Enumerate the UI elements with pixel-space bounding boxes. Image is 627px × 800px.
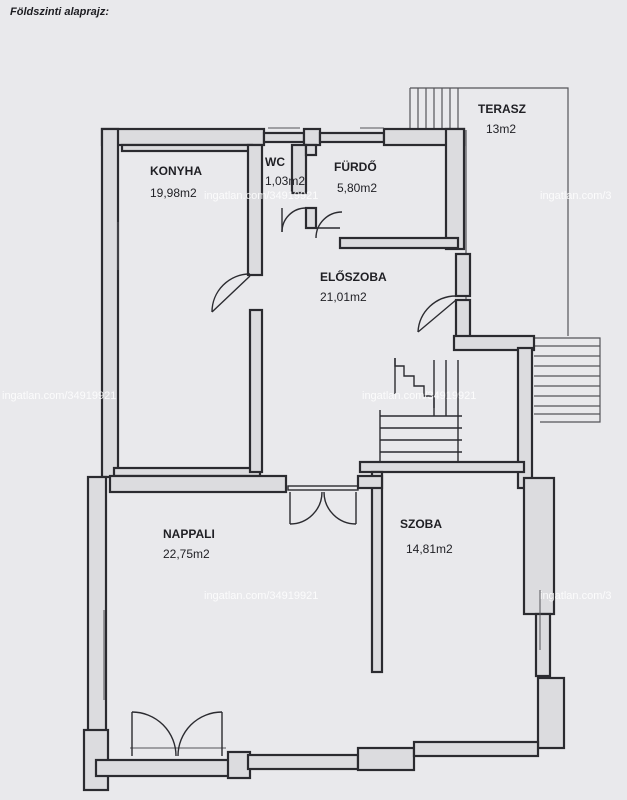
furdo-area: 5,80m2	[337, 181, 377, 195]
watermark-4: ingatlan.com/34919921	[362, 390, 476, 402]
watermark-2: ingatlan.com/3	[540, 190, 612, 202]
watermark-3: ingatlan.com/34919921	[2, 390, 116, 402]
konyha-name: KONYHA	[150, 164, 202, 178]
nappali-name: NAPPALI	[163, 527, 215, 541]
szoba-name: SZOBA	[400, 517, 442, 531]
wc-name: WC	[265, 155, 285, 169]
terasz-name: TERASZ	[478, 102, 526, 116]
watermarks: ingatlan.com/34919921 ingatlan.com/3 ing…	[2, 190, 612, 602]
room-nappali: NAPPALI 22,75m2	[163, 527, 215, 561]
room-wc: WC 1,03m2	[265, 155, 305, 188]
staircase	[379, 358, 462, 462]
watermark-1: ingatlan.com/34919921	[204, 190, 318, 202]
plan-title: Földszinti alaprajz:	[10, 6, 110, 18]
room-eloszoba: ELŐSZOBA 21,01m2	[320, 269, 387, 304]
wc-area: 1,03m2	[265, 174, 305, 188]
eloszoba-name: ELŐSZOBA	[320, 269, 387, 284]
terasz-area: 13m2	[486, 122, 516, 136]
furdo-name: FÜRDŐ	[334, 159, 377, 174]
walls	[82, 127, 566, 792]
room-konyha: KONYHA 19,98m2	[150, 164, 202, 200]
nappali-area: 22,75m2	[163, 547, 210, 561]
watermark-6: ingatlan.com/3	[540, 590, 612, 602]
room-szoba: SZOBA 14,81m2	[400, 517, 453, 556]
szoba-area: 14,81m2	[406, 542, 453, 556]
doors	[131, 207, 457, 757]
room-furdo: FÜRDŐ 5,80m2	[334, 159, 377, 195]
watermark-5: ingatlan.com/34919921	[204, 590, 318, 602]
eloszoba-area: 21,01m2	[320, 290, 367, 304]
konyha-area: 19,98m2	[150, 186, 197, 200]
room-terasz: TERASZ 13m2	[478, 102, 526, 136]
